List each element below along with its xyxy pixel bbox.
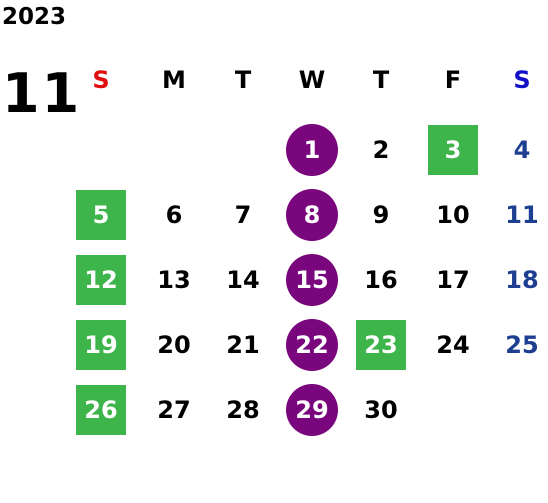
day-cell-1[interactable]: 1 <box>286 124 338 176</box>
day-cell-26[interactable]: 26 <box>76 385 126 435</box>
day-cell-17[interactable]: 17 <box>436 266 470 294</box>
day-cell-15[interactable]: 15 <box>286 254 338 306</box>
day-cell-13[interactable]: 13 <box>157 266 191 294</box>
day-cell-19[interactable]: 19 <box>76 320 126 370</box>
day-cell-24[interactable]: 24 <box>436 331 470 359</box>
day-cell-27[interactable]: 27 <box>157 396 191 424</box>
day-cell-28[interactable]: 28 <box>226 396 260 424</box>
day-cell-18[interactable]: 18 <box>505 266 539 294</box>
day-cell-23[interactable]: 23 <box>356 320 406 370</box>
day-cell-21[interactable]: 21 <box>226 331 260 359</box>
day-cell-14[interactable]: 14 <box>226 266 260 294</box>
year-label: 2023 <box>2 4 67 30</box>
day-cell-2[interactable]: 2 <box>372 136 390 164</box>
weekday-header-sat: S <box>513 66 531 94</box>
weekday-header-mon: M <box>162 66 186 94</box>
day-cell-5[interactable]: 5 <box>76 190 126 240</box>
day-cell-4[interactable]: 4 <box>513 136 531 164</box>
weekday-header-thu: T <box>372 66 390 94</box>
weekday-header-sun: S <box>92 66 110 94</box>
weekday-header-fri: F <box>444 66 462 94</box>
day-cell-9[interactable]: 9 <box>372 201 390 229</box>
weekday-header-tue: T <box>234 66 252 94</box>
day-cell-29[interactable]: 29 <box>286 384 338 436</box>
day-cell-20[interactable]: 20 <box>157 331 191 359</box>
day-cell-3[interactable]: 3 <box>428 125 478 175</box>
day-cell-8[interactable]: 8 <box>286 189 338 241</box>
month-number: 11 <box>2 62 82 125</box>
day-cell-7[interactable]: 7 <box>234 201 252 229</box>
day-cell-30[interactable]: 30 <box>364 396 398 424</box>
day-cell-11[interactable]: 11 <box>505 201 539 229</box>
day-cell-16[interactable]: 16 <box>364 266 398 294</box>
day-cell-22[interactable]: 22 <box>286 319 338 371</box>
day-cell-12[interactable]: 12 <box>76 255 126 305</box>
day-cell-25[interactable]: 25 <box>505 331 539 359</box>
weekday-header-wed: W <box>298 66 326 94</box>
day-cell-10[interactable]: 10 <box>436 201 470 229</box>
day-cell-6[interactable]: 6 <box>165 201 183 229</box>
